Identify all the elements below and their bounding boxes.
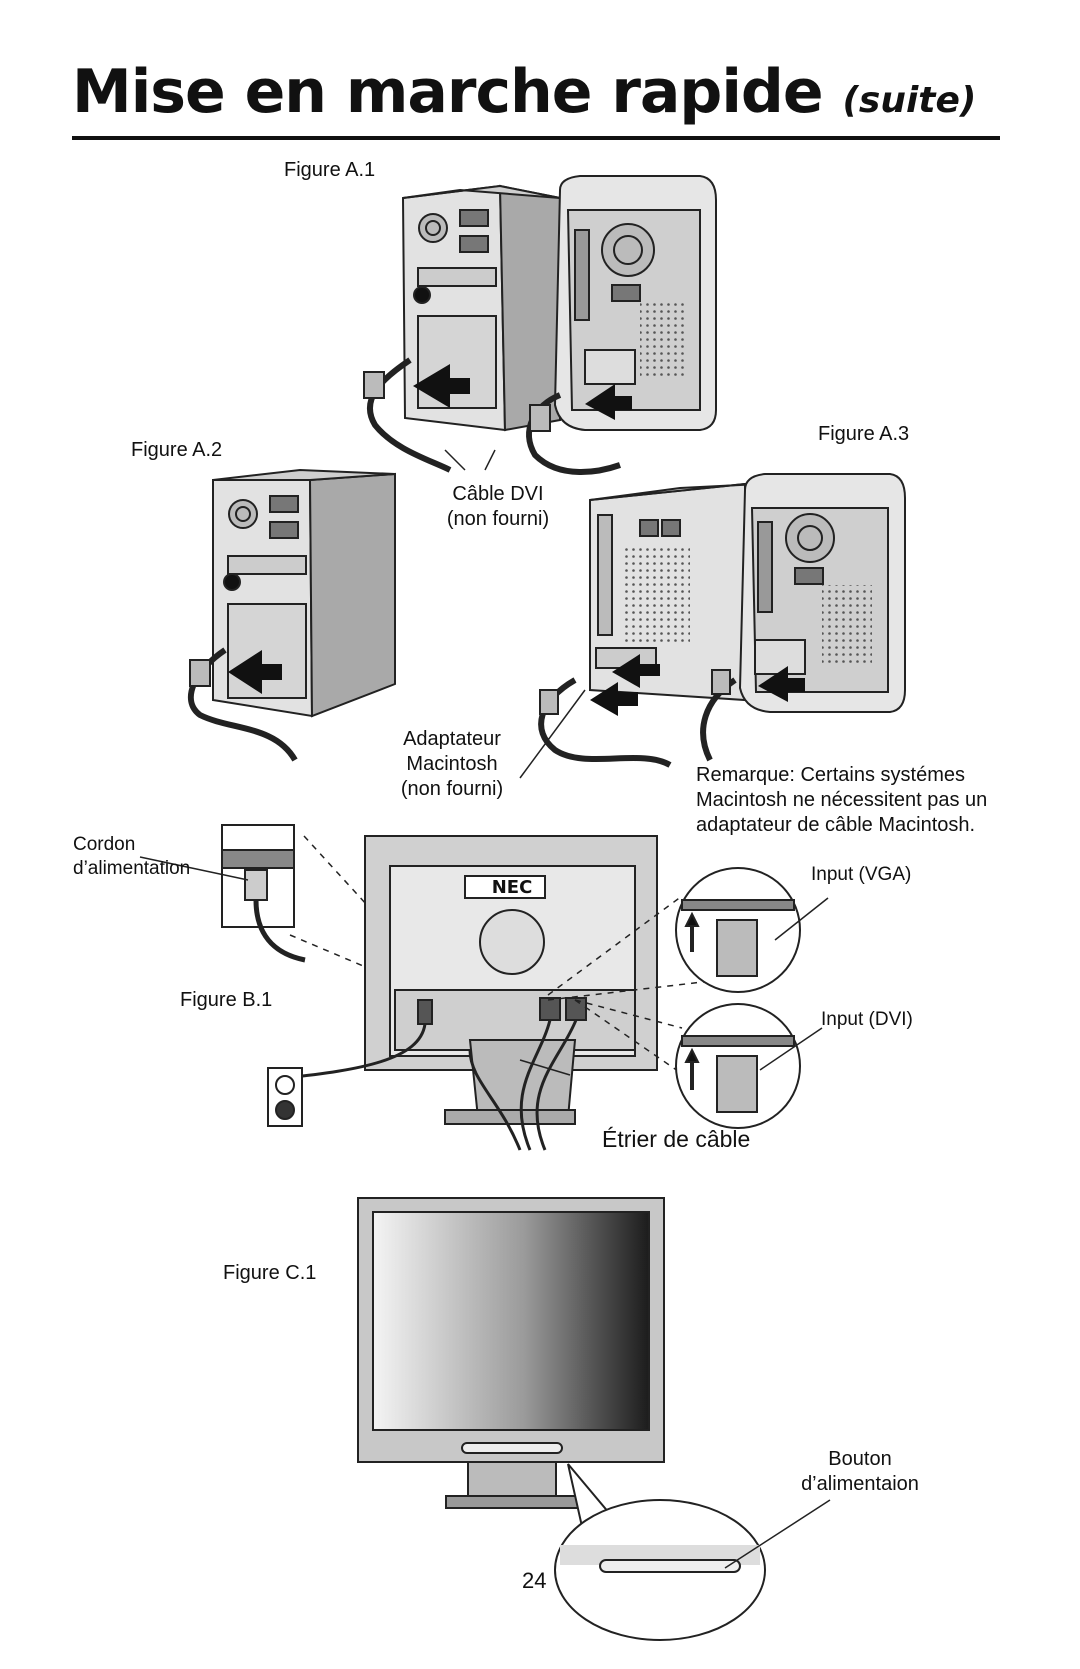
mac-adapter-callout: Adaptateur Macintosh (non fourni) <box>392 727 512 802</box>
figure-a3-mac-tower <box>738 473 906 713</box>
mac-adapter-line1: Adaptateur <box>403 728 501 750</box>
figure-a1-mac-ferrite <box>529 404 551 432</box>
figure-a3-ferrite <box>539 689 559 715</box>
monitor-cables <box>284 1019 578 1151</box>
mac-adapter-line3: (non fourni) <box>400 778 504 800</box>
dvi-leader <box>759 1027 823 1071</box>
input-dvi-label: Input (DVI) <box>821 1009 913 1030</box>
monitor-front <box>357 1197 665 1509</box>
power-button-callout: Bouton d’alimentaion <box>790 1447 930 1497</box>
dvi-connector-inset <box>675 1003 801 1129</box>
vga-leader <box>774 897 829 941</box>
power-button-line2: d’alimentaion <box>801 1473 919 1495</box>
cable-clip-label: Étrier de câble <box>602 1126 751 1152</box>
page-title: Mise en marche rapide (suite) <box>72 57 977 127</box>
power-cord-line1: Cordon <box>73 834 136 855</box>
power-cord-line2: d’alimentation <box>73 857 191 879</box>
power-button-zoom <box>554 1463 766 1641</box>
power-button-leader <box>724 1499 831 1569</box>
figure-a2-ferrite <box>189 659 211 687</box>
page-title-suffix: (suite) <box>842 80 977 121</box>
mac-note-callout: Remarque: Certains systémes Macintosh ne… <box>696 763 987 838</box>
mac-adapter-line2: Macintosh <box>406 753 498 775</box>
vga-connector-inset <box>675 867 801 993</box>
page-number: 24 <box>522 1568 547 1593</box>
figure-a3-label: Figure A.3 <box>818 423 910 445</box>
mac-note-line3: adaptateur de câble Macintosh. <box>696 814 976 836</box>
input-vga-label: Input (VGA) <box>811 864 912 885</box>
wall-outlet <box>267 1067 303 1127</box>
figure-b1-label: Figure B.1 <box>180 989 273 1011</box>
power-cord-leader <box>139 856 249 881</box>
power-cord-callout: Cordon d’alimentation <box>73 833 190 881</box>
monitor-back <box>364 835 658 1125</box>
monitor-brand-logo: NEC <box>492 877 533 898</box>
dvi-cable-callout: Câble DVI (non fourni) <box>438 482 558 532</box>
figure-a1-pc-tower <box>401 184 561 432</box>
cable-clip-leader <box>519 1059 571 1076</box>
figure-a1-dvi-cable <box>367 357 452 473</box>
dvi-cable-leader <box>444 449 466 471</box>
mac-adapter-leader <box>519 689 586 779</box>
dvi-cable-line2: (non fourni) <box>446 508 550 530</box>
power-cord-inset <box>221 824 306 963</box>
figure-a1-label: Figure A.1 <box>284 159 376 181</box>
mac-note-line1: Remarque: Certains systémes <box>696 764 965 786</box>
figure-a1-ferrite <box>363 371 385 399</box>
dvi-cable-line1: Câble DVI <box>452 483 544 505</box>
mac-note-line2: Macintosh ne nécessitent pas un <box>696 789 988 811</box>
figure-a2-pc-tower <box>212 468 396 718</box>
power-button-line1: Bouton <box>828 1448 892 1470</box>
figure-a2-label: Figure A.2 <box>131 439 223 461</box>
figure-a1-mac-tower <box>553 175 717 431</box>
figure-a3-mac-ferrite <box>711 669 731 695</box>
dvi-cable-leader-2 <box>484 449 496 471</box>
title-rule <box>72 136 1000 140</box>
figure-c1-label: Figure C.1 <box>223 1262 317 1284</box>
